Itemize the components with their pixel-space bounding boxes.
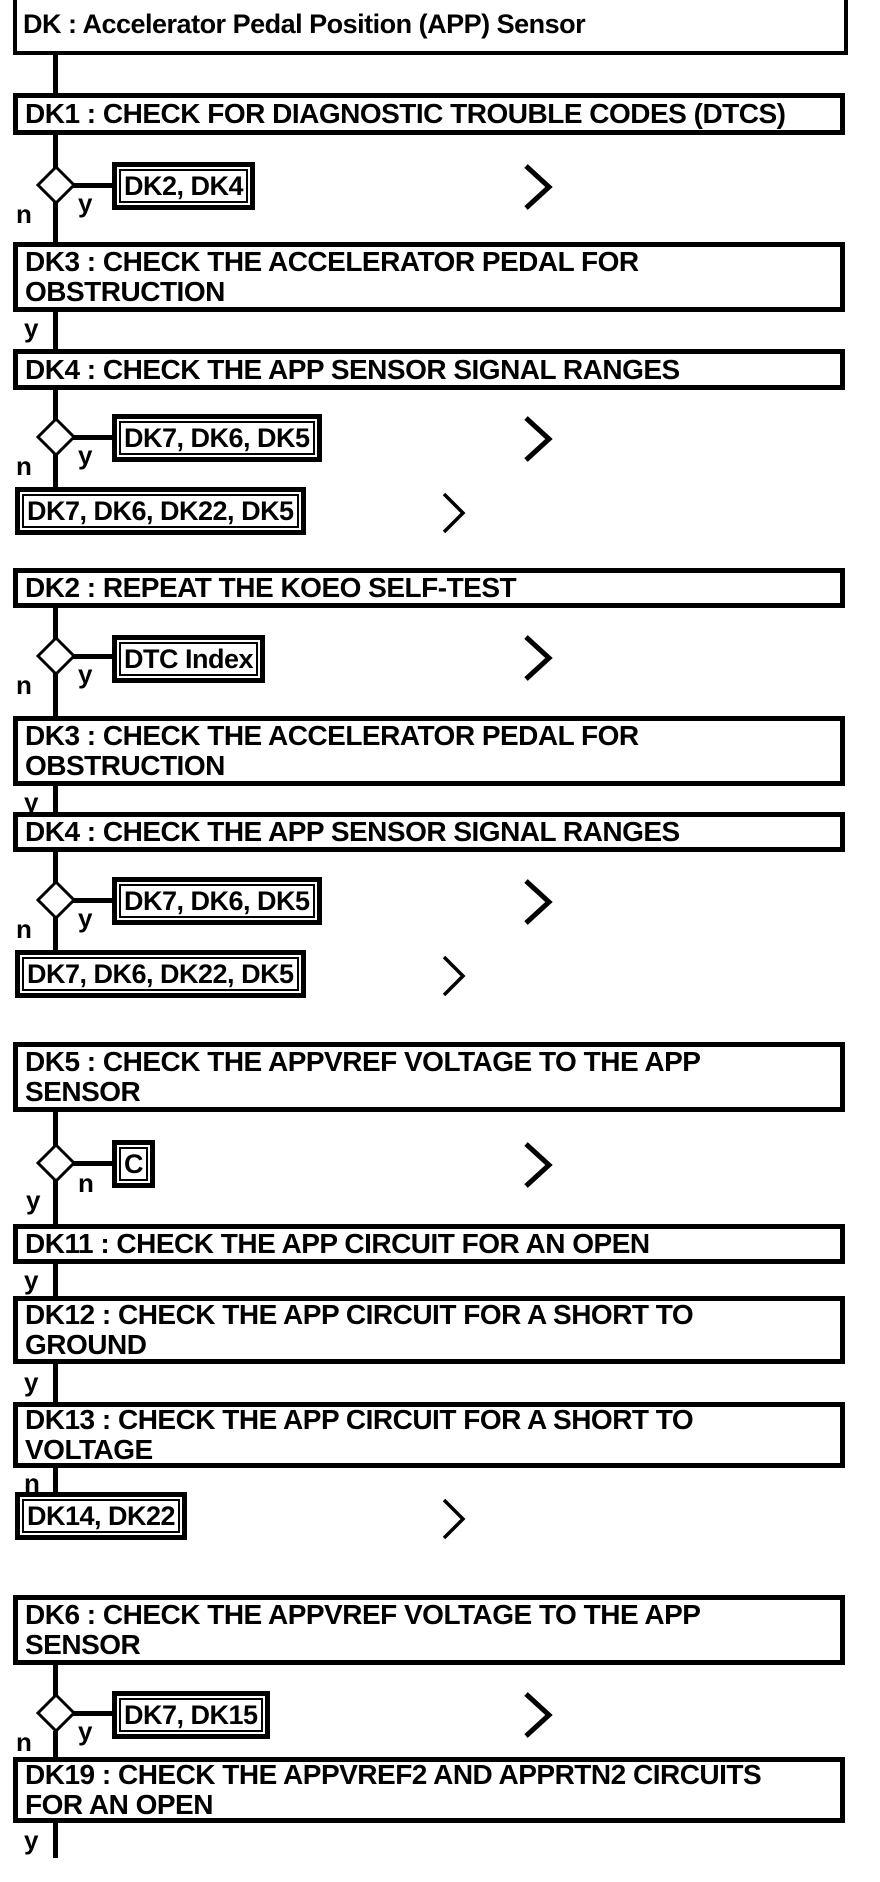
continuation-chevron-icon xyxy=(522,162,554,212)
continuation-chevron-icon xyxy=(522,877,554,927)
continuation-chevron-icon xyxy=(440,953,468,999)
branch-label-yes: y xyxy=(24,1265,39,1295)
result-box-dk7-dk6-dk5-repeat: DK7, DK6, DK5 xyxy=(112,877,322,925)
result-label: DK14, DK22 xyxy=(22,1499,181,1533)
branch-label-no: n xyxy=(16,199,32,229)
step-box-dk13: DK13 : CHECK THE APP CIRCUIT FOR A SHORT… xyxy=(13,1402,845,1468)
continuation-chevron-icon xyxy=(522,633,554,683)
branch-label-no: n xyxy=(16,451,32,481)
decision-diamond-icon xyxy=(35,635,77,677)
procedure-title: DK : Accelerator Pedal Position (APP) Se… xyxy=(13,0,848,55)
step-box-dk4-repeat: DK4 : CHECK THE APP SENSOR SIGNAL RANGES xyxy=(13,812,845,852)
branch-label-yes: y xyxy=(24,787,39,817)
branch-label-yes: y xyxy=(24,1825,39,1855)
branch-label-yes: y xyxy=(78,440,93,470)
step-box-dk11: DK11 : CHECK THE APP CIRCUIT FOR AN OPEN xyxy=(13,1224,845,1264)
continuation-chevron-icon xyxy=(522,1140,554,1190)
result-box-dtc-index: DTC Index xyxy=(112,635,266,683)
step-box-dk3: DK3 : CHECK THE ACCELERATOR PEDAL FOR OB… xyxy=(13,242,845,312)
result-label: C xyxy=(119,1147,148,1181)
branch-label-yes: y xyxy=(24,1367,39,1397)
branch-label-no: n xyxy=(16,1727,32,1757)
result-box-dk7-dk6-dk5: DK7, DK6, DK5 xyxy=(112,414,322,462)
flow-line xyxy=(53,1823,58,1858)
branch-label-no: n xyxy=(78,1168,94,1198)
continuation-chevron-icon xyxy=(522,1690,554,1740)
flow-line xyxy=(53,1262,58,1298)
result-label: DK7, DK6, DK5 xyxy=(119,421,315,455)
flow-line xyxy=(53,55,58,95)
flow-line xyxy=(53,133,58,169)
decision-diamond-icon xyxy=(35,416,77,458)
flow-line xyxy=(73,1711,114,1716)
result-box-dk7-dk6-dk22-dk5: DK7, DK6, DK22, DK5 xyxy=(15,487,306,535)
result-box-dk2-dk4: DK2, DK4 xyxy=(112,162,256,210)
step-box-dk19: DK19 : CHECK THE APPVREF2 AND APPRTN2 CI… xyxy=(13,1757,845,1823)
result-label: DK7, DK6, DK22, DK5 xyxy=(22,957,299,991)
branch-label-yes: y xyxy=(78,188,93,218)
flow-line xyxy=(53,850,58,883)
flow-line xyxy=(73,183,114,188)
branch-label-no: n xyxy=(16,914,32,944)
flow-line xyxy=(53,1731,58,1762)
flow-line xyxy=(53,1364,58,1404)
decision-diamond-icon xyxy=(35,1142,77,1184)
branch-label-no: n xyxy=(24,1468,40,1498)
step-box-dk4: DK4 : CHECK THE APP SENSOR SIGNAL RANGES xyxy=(13,349,845,390)
branch-label-yes: y xyxy=(24,313,39,343)
branch-label-yes: y xyxy=(78,659,93,689)
decision-diamond-icon xyxy=(35,1692,77,1734)
branch-label-yes: y xyxy=(26,1185,41,1215)
flow-line xyxy=(53,312,58,351)
flow-line xyxy=(53,786,58,814)
branch-label-yes: y xyxy=(78,903,93,933)
step-box-dk3-repeat: DK3 : CHECK THE ACCELERATOR PEDAL FOR OB… xyxy=(13,716,845,786)
result-box-c: C xyxy=(112,1140,155,1188)
result-box-dk14-dk22: DK14, DK22 xyxy=(15,1492,188,1540)
flow-line xyxy=(53,453,58,490)
continuation-chevron-icon xyxy=(522,414,554,464)
flow-line xyxy=(53,673,58,718)
flow-line xyxy=(53,202,58,244)
branch-label-yes: y xyxy=(78,1716,93,1746)
result-label: DK7, DK6, DK22, DK5 xyxy=(22,494,299,528)
result-label: DK2, DK4 xyxy=(119,169,249,203)
step-box-dk6: DK6 : CHECK THE APPVREF VOLTAGE TO THE A… xyxy=(13,1595,845,1665)
decision-diamond-icon xyxy=(35,879,77,921)
flow-line xyxy=(73,1161,114,1166)
result-box-dk7-dk15: DK7, DK15 xyxy=(112,1691,270,1739)
step-box-dk1: DK1 : CHECK FOR DIAGNOSTIC TROUBLE CODES… xyxy=(13,93,845,135)
flow-line xyxy=(53,1466,58,1497)
result-label: DK7, DK15 xyxy=(119,1698,263,1732)
flow-line xyxy=(53,387,58,420)
decision-diamond-icon xyxy=(35,164,77,206)
flow-line xyxy=(53,606,58,641)
continuation-chevron-icon xyxy=(440,1496,468,1542)
flow-line xyxy=(53,1110,58,1146)
step-box-dk2: DK2 : REPEAT THE KOEO SELF-TEST xyxy=(13,568,845,608)
continuation-chevron-icon xyxy=(440,490,468,536)
result-label: DK7, DK6, DK5 xyxy=(119,884,315,918)
flow-line xyxy=(53,1180,58,1226)
step-box-dk5: DK5 : CHECK THE APPVREF VOLTAGE TO THE A… xyxy=(13,1042,845,1112)
flow-line xyxy=(73,435,114,440)
result-box-dk7-dk6-dk22-dk5-repeat: DK7, DK6, DK22, DK5 xyxy=(15,950,306,998)
branch-label-no: n xyxy=(16,670,32,700)
flow-line xyxy=(53,917,58,954)
step-box-dk12: DK12 : CHECK THE APP CIRCUIT FOR A SHORT… xyxy=(13,1296,845,1364)
flow-line xyxy=(53,1663,58,1696)
flow-line xyxy=(73,898,114,903)
result-label: DTC Index xyxy=(119,642,259,676)
flow-line xyxy=(73,654,114,659)
